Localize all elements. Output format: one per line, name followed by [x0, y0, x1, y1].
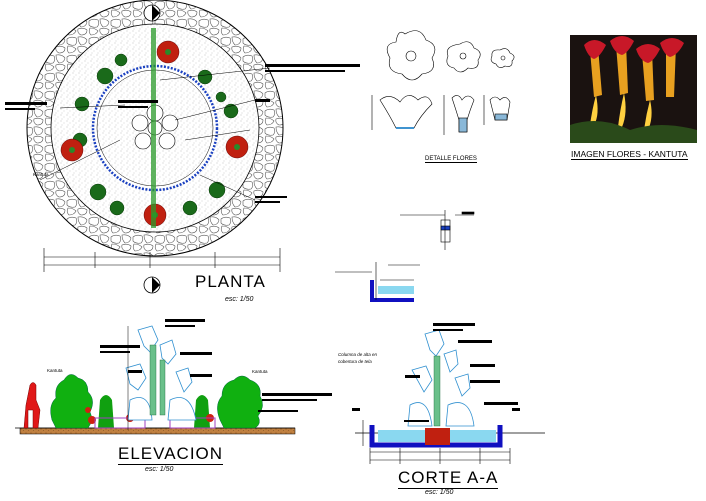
corte-note-line1: Columna de alta en — [338, 352, 378, 357]
flower-details — [371, 30, 515, 135]
elevacion-scale: esc: 1/50 — [145, 466, 174, 473]
corte-scale: esc: 1/50 — [425, 489, 454, 496]
kantuta-label-left: Kantuta — [47, 368, 63, 373]
kantuta-label-plan: Kantuta — [33, 172, 49, 177]
elevation-view — [15, 319, 332, 435]
shrubs-plan — [72, 53, 239, 216]
planta-scale: esc: 1/50 — [225, 296, 254, 303]
elevacion-title: ELEVACION — [118, 444, 224, 465]
kantuta-flower-photo — [570, 35, 697, 143]
detalle-title: DETALLE FLORES — [425, 156, 477, 163]
section-marker-top — [143, 4, 161, 22]
imagen-caption: IMAGEN FLORES - KANTUTA — [571, 149, 688, 160]
planta-title: PLANTA — [195, 272, 266, 291]
column-detail — [400, 210, 475, 250]
section-marker-top-letter: A — [145, 5, 152, 15]
corte-title: CORTE A-A — [398, 468, 499, 489]
kantuta-label-right: Kantuta — [252, 369, 268, 374]
kantuta-flower-image — [570, 35, 697, 143]
plan-text-notes — [5, 64, 360, 203]
basin-detail — [335, 262, 420, 302]
plan-view — [5, 0, 360, 294]
section-marker-bottom — [143, 276, 161, 294]
corte-note-line2: cobertura de tela — [338, 359, 372, 364]
section-marker-bottom-letter: A — [145, 277, 152, 287]
section-view — [352, 323, 545, 464]
